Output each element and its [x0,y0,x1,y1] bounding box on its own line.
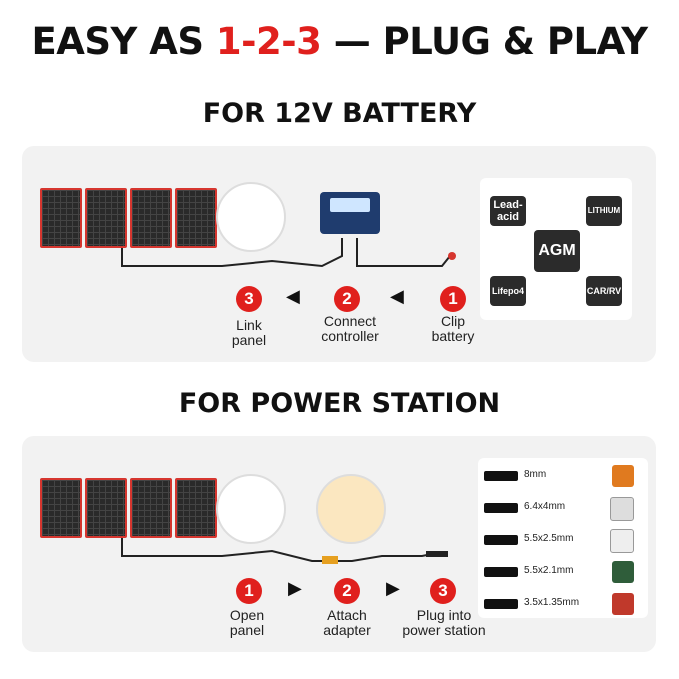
headline-highlight: 1-2-3 [215,20,322,63]
solar-panel [40,188,217,248]
step-1-label: Clip battery [431,313,475,344]
connector-row: 6.4x4mm [478,496,638,521]
step-2-label: Connect controller [321,313,379,344]
power-wiring [121,538,448,564]
power-station-icon [610,497,634,521]
battery-car-rv: CAR/RV [586,276,622,306]
connector-row: 8mm [478,464,638,488]
step-2-label: Attach adapter [323,607,371,638]
step-1-badge: 1 [236,578,262,604]
connector-zoom [216,182,286,252]
step-3-label: Plug into power station [402,607,486,638]
dc-plug-icon [484,535,518,545]
connector-size: 8mm [524,469,547,480]
battery-lifepo4: Lifepo4 [490,276,526,306]
step-3-label: Link panel [231,317,267,348]
connector-size: 5.5x2.5mm [524,533,574,544]
battery-panel: Lead- acid LITHIUM AGM Lifepo4 CAR/RV 3 … [22,146,656,362]
battery-section-title: FOR 12V BATTERY [202,98,477,129]
battery-types-box: Lead- acid LITHIUM AGM Lifepo4 CAR/RV [480,178,632,320]
power-station-title: FOR POWER STATION [178,388,501,419]
power-station-icon [612,593,634,615]
dc-plug-icon [484,599,518,609]
battery-lithium: LITHIUM [586,196,622,226]
arrow-left-icon: ◀ [390,286,404,306]
charge-controller [320,192,380,234]
power-station-panel: 8mm 6.4x4mm 5.5x2.5mm 5.5x2.1mm 3.5x1.35… [22,436,656,652]
adapter-zoom [316,474,386,544]
connector-row: 3.5x1.35mm [478,592,638,616]
arrow-left-icon: ◀ [286,286,300,306]
arrow-right-icon: ▶ [288,578,302,598]
battery-lead-acid: Lead- acid [490,196,526,226]
arrow-right-icon: ▶ [386,578,400,598]
headline-text-1: EASY AS [31,20,216,63]
step-2-badge: 2 [334,578,360,604]
headline: EASY AS 1-2-3 — PLUG & PLAY [0,20,679,63]
dc-plug-icon [484,503,518,513]
connector-size: 6.4x4mm [524,501,566,512]
battery-agm: AGM [534,230,580,272]
power-station-icon [612,561,634,583]
step-1-label: Open panel [229,607,265,638]
connector-zoom [216,474,286,544]
dc-plug-icon [484,471,518,481]
connector-size: 3.5x1.35mm [524,597,580,608]
dc-plug-icon [484,567,518,577]
power-station-icon [612,465,634,487]
headline-text-2: — PLUG & PLAY [321,20,648,63]
connector-row: 5.5x2.5mm [478,528,638,553]
connectors-box: 8mm 6.4x4mm 5.5x2.5mm 5.5x2.1mm 3.5x1.35… [478,458,648,618]
step-1-badge: 1 [440,286,466,312]
connector-size: 5.5x2.1mm [524,565,574,576]
step-3-badge: 3 [236,286,262,312]
step-2-badge: 2 [334,286,360,312]
step-3-badge: 3 [430,578,456,604]
power-station-icon [610,529,634,553]
solar-panel [40,478,217,538]
battery-wiring [121,238,456,268]
connector-row: 5.5x2.1mm [478,560,638,584]
